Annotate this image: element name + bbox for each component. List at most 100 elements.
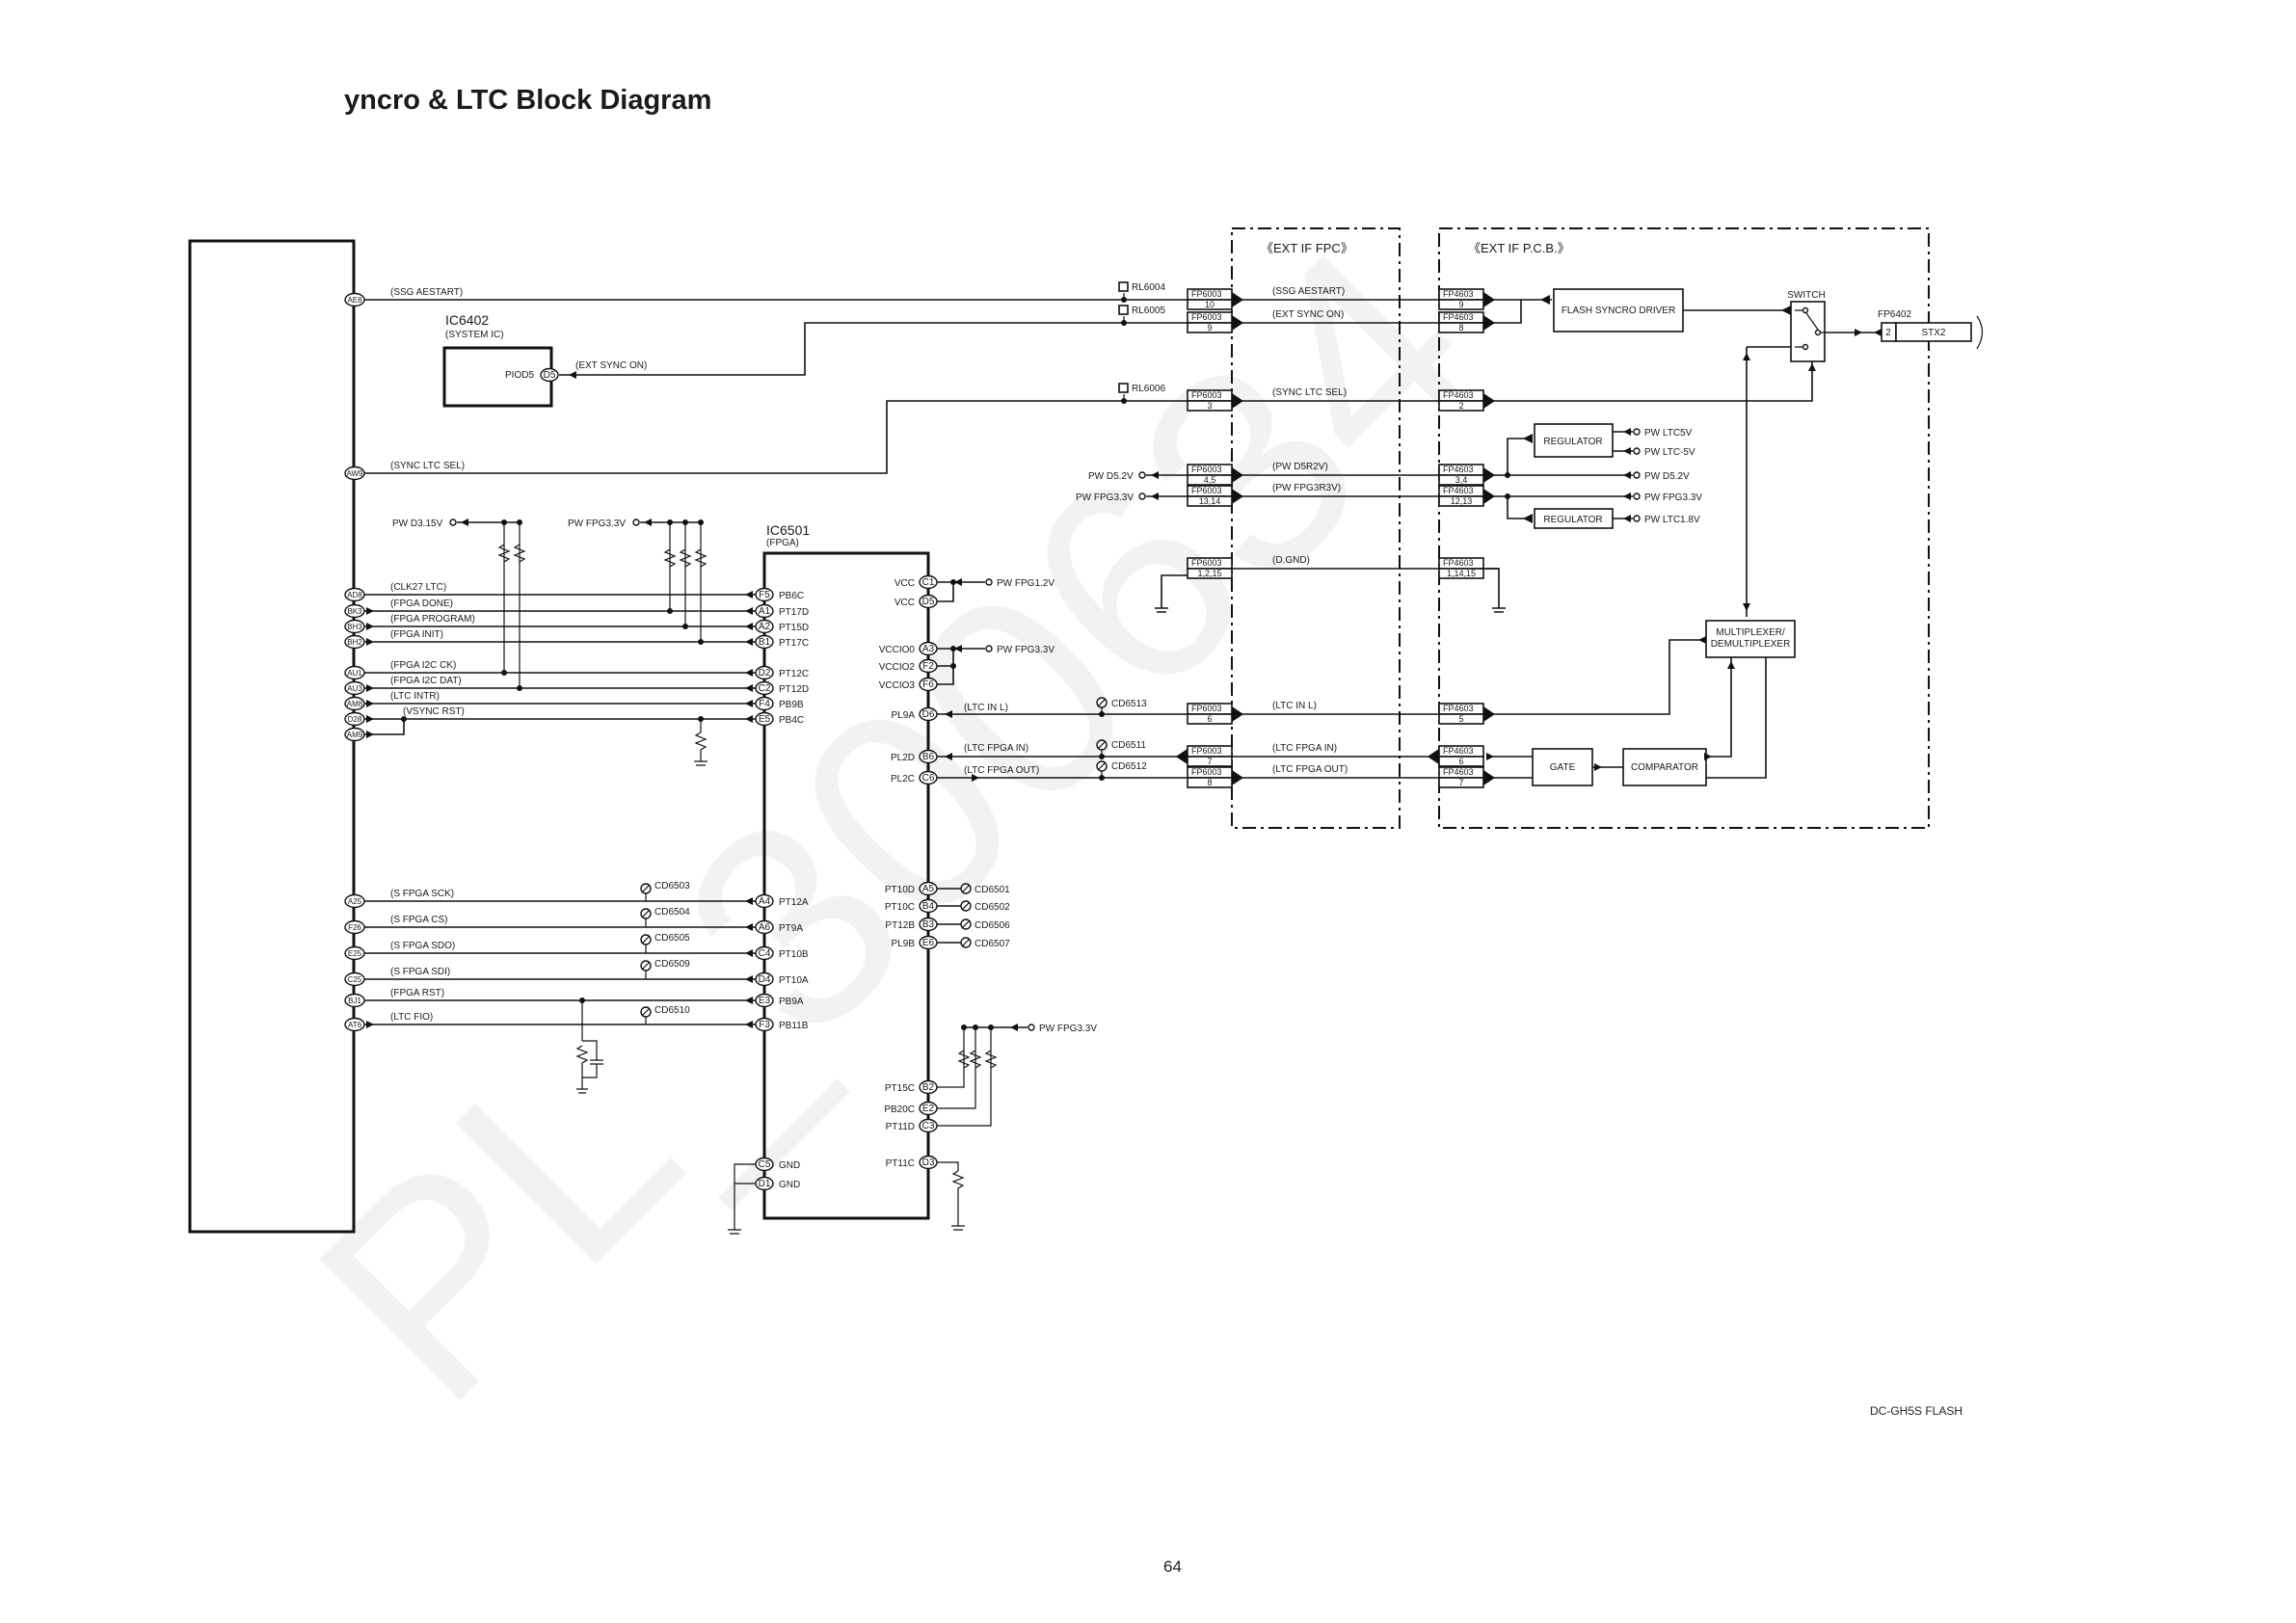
fpga-right-pin-id: E6	[922, 938, 935, 948]
main-pin-id: BH2	[347, 638, 362, 647]
connector-row-signal: (LTC FPGA IN)	[1272, 743, 1337, 754]
fpga-left-pin-name: PB11B	[779, 1021, 809, 1031]
fpga-left-pin-id: F5	[759, 590, 770, 600]
main-pin-signal: (S FPGA SCK)	[390, 889, 454, 899]
fpga-left-pin-name: PT10B	[779, 949, 809, 960]
fpga-left-pin-name: PT15D	[779, 623, 809, 633]
cd6505-label: CD6505	[654, 933, 690, 944]
fpga-left-pin-id: E5	[759, 714, 771, 725]
fp4603-label: FP4603	[1443, 390, 1474, 400]
main-pin-id: E25	[348, 949, 362, 958]
pw-fpg33-left-terminal	[632, 519, 640, 526]
fp6003-pin: 6	[1207, 714, 1212, 724]
ic6402-name: IC6402	[445, 312, 489, 328]
main-pin-id: BH3	[347, 623, 362, 631]
fpga-left-pin-name: GND	[779, 1160, 800, 1171]
fpga-pin-a6	[755, 919, 774, 935]
fpga-pin-d2	[755, 665, 774, 680]
fpga-right-pin-name: PT11D	[886, 1122, 915, 1132]
fp4603-label: FP4603	[1443, 486, 1474, 495]
rl6005-testpoint	[1118, 305, 1129, 315]
fp4603-label: FP4603	[1443, 289, 1474, 299]
ext-if-pcb-label: 《EXT IF P.C.B.》	[1468, 241, 1570, 255]
fpga-left-pin-name: PT10A	[779, 975, 809, 986]
fpga-right-pins: C1VCCD5VCCA3VCCIO0F2VCCIO2F6VCCIO3D6PL9A…	[879, 574, 938, 1170]
main-pin-e25	[344, 945, 365, 961]
fpga-pin-f3	[755, 1017, 774, 1032]
fpga-left-pin-id: F3	[759, 1020, 770, 1030]
fpga-right-pin-id: C6	[922, 773, 935, 784]
main-block-pins: AE8(SSG AESTART)AW9(SYNC LTC SEL)AD8(CLK…	[344, 287, 475, 1032]
main-pin-signal: (LTC INTR)	[390, 691, 440, 702]
pw-d315-label: PW D3.15V	[392, 519, 443, 529]
fpga-right-pin-id: C3	[922, 1121, 935, 1131]
fpga-pin-a1	[755, 603, 774, 619]
cd6503-label: CD6503	[654, 881, 690, 891]
fp6003-label: FP6003	[1191, 704, 1222, 713]
fpga-pin-a2	[755, 619, 774, 634]
stx2-label: STX2	[1921, 328, 1945, 338]
fpga-left-pin-id: A2	[759, 622, 771, 632]
fpga-left-pin-id: E3	[759, 996, 771, 1006]
fpga-left-pin-id: F4	[759, 699, 770, 709]
fp6003-pin: 10	[1205, 300, 1215, 309]
main-pin-at6	[344, 1017, 365, 1032]
ic6402-pin-id: D5	[544, 370, 556, 381]
main-pin-bj1	[344, 993, 365, 1008]
main-pin-id: AM9	[347, 731, 363, 739]
fpga-right-pin-id: F6	[922, 679, 934, 690]
main-pin-id: D28	[348, 715, 362, 724]
fpga-left-pin-id: C4	[759, 948, 771, 959]
fpga-pin-e3	[755, 993, 774, 1008]
fpga-right-pin-id: D6	[922, 709, 935, 720]
fpga-left-pin-name: PT9A	[779, 923, 803, 934]
rl6006-label: RL6006	[1132, 384, 1165, 394]
mux-demux-block	[1705, 620, 1796, 658]
cd6512-label: CD6512	[1111, 761, 1147, 772]
fp6003-label: FP6003	[1191, 767, 1222, 777]
fp6003-label: FP6003	[1191, 289, 1222, 299]
connector-row-signal: (LTC FPGA OUT)	[1272, 764, 1348, 775]
connector-row-signal: (SYNC LTC SEL)	[1272, 387, 1347, 398]
fp4603-label: FP4603	[1443, 767, 1474, 777]
fpga-right-pin-name: VCCIO0	[879, 645, 916, 655]
pt11c-pulldown	[937, 1161, 965, 1231]
fp6003-label: FP6003	[1191, 486, 1222, 495]
fpga-right-pin-id: B4	[922, 901, 935, 912]
pw-d315-terminal	[449, 519, 457, 526]
fp6003-pin: 3	[1207, 401, 1212, 411]
comparator-block	[1622, 748, 1707, 786]
pw-fpg12-label: PW FPG1.2V	[997, 578, 1055, 589]
rl6006-testpoint	[1118, 383, 1129, 393]
main-pin-signal: (FPGA I2C CK)	[390, 660, 456, 671]
fp6003-pin: 4,5	[1204, 475, 1216, 485]
main-pin-id: AD8	[347, 591, 362, 599]
fpga-left-pin-name: PT17C	[779, 638, 809, 649]
fpga-right-pin-name: PB20C	[884, 1104, 915, 1115]
main-pin-signal: (LTC FIO)	[390, 1012, 433, 1023]
fp4603-pin: 2	[1458, 401, 1463, 411]
pw-ltc18-label: PW LTC1.8V	[1644, 515, 1700, 525]
fpga-right-pin-id: A3	[922, 644, 935, 654]
main-pin-signal: (FPGA I2C DAT)	[390, 676, 462, 686]
main-pin-id: AT6	[348, 1021, 362, 1029]
main-pin-signal: (CLK27 LTC)	[390, 582, 446, 593]
fpga-right-pin-name: PT15C	[885, 1083, 915, 1094]
fpga-left-pin-name: PT12A	[779, 897, 809, 908]
ltc-fpga-in-label: (LTC FPGA IN)	[964, 743, 1028, 754]
fpga-right-pin-name: VCCIO2	[879, 662, 916, 673]
fpga-right-pin-name: PL9B	[892, 939, 916, 949]
fpga-right-pin-id: B6	[922, 752, 935, 762]
fpga-right-pin-name: PT10D	[885, 885, 915, 895]
fpga-right-pin-name: PT12B	[885, 920, 915, 931]
main-pin-c25	[344, 971, 365, 987]
pw-fpg33-fpc-label: PW FPG3.3V	[1076, 492, 1134, 503]
ext-sync-on-label: (EXT SYNC ON)	[575, 360, 647, 371]
fpga-right-pin-name: VCC	[894, 578, 915, 589]
fpga-left-pin-id: A4	[759, 896, 771, 907]
fpga-right-pin-id: B3	[922, 919, 935, 930]
fp4603-pin: 9	[1458, 300, 1463, 309]
fpga-right-pin-id: C1	[922, 577, 935, 588]
fpga-pin-b1	[755, 634, 774, 650]
fp4603-pin: 3,4	[1455, 475, 1468, 485]
